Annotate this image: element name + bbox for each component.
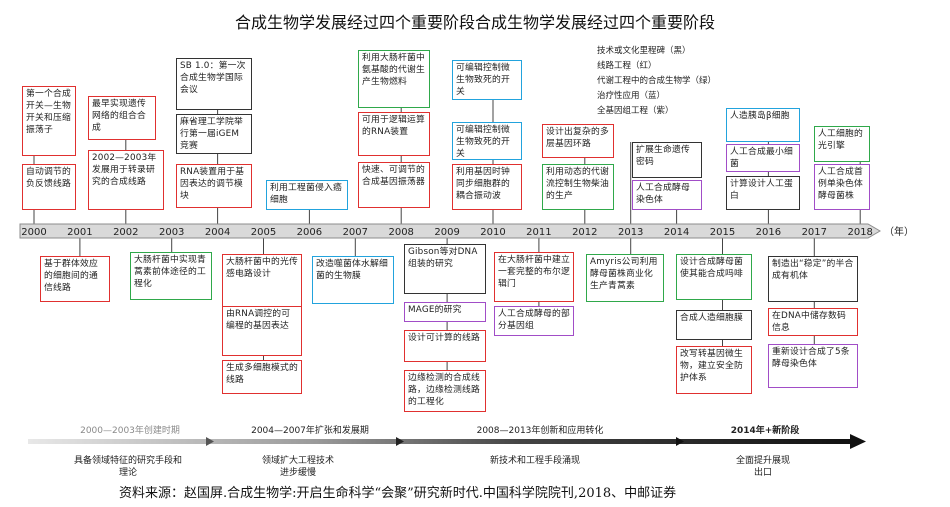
year-axis: [19, 223, 881, 239]
year-label-2018: 2018: [847, 227, 872, 238]
chart-title: 合成生物学发展经过四个重要阶段合成生物学发展经过四个重要阶段: [234, 13, 715, 32]
year-label-2010: 2010: [480, 227, 505, 238]
phase-desc-innovation: 新技术和工程手段涌现: [489, 456, 580, 466]
event-box-above-2000-1: 自动调节的负反馈线路: [22, 164, 76, 210]
year-label-2013: 2013: [618, 227, 643, 238]
year-label-2009: 2009: [434, 227, 459, 238]
event-box-below-2001-0: 基于群体效应的细胞间的通信线路: [40, 256, 110, 302]
event-box-below-2011-11: 人工合成酵母的部分基因组: [494, 306, 574, 336]
legend-item-metabolic: 代谢工程中的合成生物学（绿）: [597, 76, 717, 86]
event-box-below-2009-9: 边缘检测的合成线路，边缘检测线路的工程化: [404, 370, 486, 412]
year-label-2006: 2006: [297, 227, 322, 238]
year-label-2008: 2008: [388, 227, 413, 238]
year-label-2001: 2001: [67, 227, 92, 238]
phase-desc-founding: 具备领域特征的研究手段和理论: [73, 456, 182, 478]
legend-item-circuit: 线路工程（红）: [597, 61, 657, 71]
year-label-2004: 2004: [205, 227, 230, 238]
phase-desc-expansion: 领域扩大工程技术进步缓慢: [262, 456, 335, 478]
event-box-above-2014-17: 人工合成酵母染色体: [632, 180, 702, 210]
event-box-below-2007-5: 改造噬菌体水解细菌的生物膜: [312, 256, 394, 304]
year-label-2016: 2016: [756, 227, 781, 238]
event-box-below-2013-12: Amyris公司利用酵母菌株商业化生产青蒿素: [586, 254, 664, 302]
event-box-below-2011-10: 在大肠杆菌中建立一套完整的布尔逻辑门: [494, 252, 574, 302]
event-box-below-2005-4: 生成多细胞模式的线路: [222, 360, 302, 394]
event-box-above-2004-5: 麻省理工学院举行第一届iGEM竞赛: [176, 114, 252, 154]
event-box-below-2009-6: Gibson等对DNA组装的研究: [404, 244, 486, 294]
event-box-above-2008-10: 快速、可调节的合成基因振荡器: [358, 162, 430, 208]
event-box-above-2004-4: SB 1.0：第一次合成生物学国际会议: [176, 58, 252, 110]
event-box-above-2016-18: 人造胰岛β细胞: [726, 108, 800, 142]
phase-marker-2004: [206, 437, 214, 446]
event-box-above-2012-14: 设计出复杂的多层基因环路: [542, 124, 614, 158]
event-box-below-2005-2: 大肠杆菌中的光传感电路设计: [222, 254, 302, 312]
event-box-above-2010-13: 利用基因时钟同步细胞群的耦合振动波: [452, 164, 522, 210]
event-box-below-2015-15: 改写转基因微生物，建立安全防护体系: [676, 346, 752, 394]
event-box-above-2006-7: 利用工程菌侵入癌细胞: [266, 180, 348, 210]
year-label-2002: 2002: [113, 227, 138, 238]
phase-label-founding: 2000—2003年创建时期: [80, 426, 180, 436]
event-box-above-2013-16: 扩展生命遗传密码: [632, 142, 702, 178]
year-label-2017: 2017: [802, 227, 827, 238]
phase-bar: [28, 434, 866, 449]
event-box-above-2002-2: 最早实现遗传网络的组合合成: [88, 96, 156, 140]
year-label-2014: 2014: [664, 227, 689, 238]
year-label-2000: 2000: [21, 227, 46, 238]
event-box-above-2016-19: 人工合成最小细菌: [726, 144, 800, 172]
phase-bar-arrowhead: [850, 434, 866, 449]
event-box-below-2015-14: 合成人造细胞膜: [676, 310, 752, 340]
event-box-above-2012-15: 利用动态的代谢流控制生物柴油的生产: [542, 164, 614, 210]
event-box-below-2003-1: 大肠杆菌中实现青蒿素前体途径的工程化: [130, 252, 212, 300]
phase-label-expansion: 2004—2007年扩张和发展期: [251, 426, 369, 436]
year-labels: 2000 2001 2002 2003 2004 2005 2006 2007 2008 2009…: [21, 227, 873, 238]
year-label-2015: 2015: [710, 227, 735, 238]
event-box-above-2002-3: 2002—2003年发展用于转录研究的合成线路: [88, 150, 164, 210]
event-box-below-2017-17: 在DNA中储存数码信息: [768, 308, 858, 336]
year-label-2011: 2011: [526, 227, 551, 238]
phase-bar-line: [28, 439, 850, 444]
year-label-2005: 2005: [251, 227, 276, 238]
event-box-above-2010-11: 可编辑控制微生物致死的开关: [452, 60, 522, 100]
phase-desc-new-stage: 全面提升展现出口: [735, 456, 790, 478]
legend-item-genome: 全基因组工程（紫）: [597, 106, 674, 116]
event-box-above-2018-22: 人工合成首例单染色体酵母菌株: [814, 164, 870, 210]
phase-label-innovation: 2008—2013年创新和应用转化: [476, 426, 604, 436]
event-box-above-2010-12: 可编辑控制微生物致死的开关: [452, 122, 522, 160]
event-box-above-2008-9: 可用于逻辑运算的RNA装置: [358, 112, 430, 156]
year-label-2012: 2012: [572, 227, 597, 238]
event-box-below-2005-3: 由RNA调控的可编程的基因表达: [222, 306, 302, 356]
year-label-2007: 2007: [343, 227, 368, 238]
event-box-below-2017-18: 重新设计合成了5条酵母染色体: [768, 344, 858, 388]
year-axis-bar: [19, 223, 881, 239]
legend-item-milestone: 技术或文化里程碑（黑）: [597, 46, 691, 56]
event-box-below-2009-8: 设计可计算的线路: [404, 330, 486, 362]
event-box-above-2018-21: 人工细胞的光引擎: [814, 126, 870, 162]
legend-item-therapeutic: 治疗性应用（蓝）: [597, 91, 666, 101]
event-box-below-2009-7: MAGE的研究: [404, 302, 486, 322]
event-box-above-2000-0: 第一个合成开关—生物开关和压缩振荡子: [22, 86, 76, 156]
event-box-above-2008-8: 利用大肠杆菌中氨基酸的代谢生产生物燃料: [358, 50, 430, 108]
event-box-above-2004-6: RNA装置用于基因表达的调节模块: [176, 164, 252, 208]
phase-marker-2008: [396, 437, 404, 446]
event-box-above-2016-20: 计算设计人工蛋白: [726, 176, 800, 210]
source-note: 资料来源：赵国屏.合成生物学:开启生命科学“会聚”研究新时代.中国科学院院刊,2…: [119, 486, 677, 501]
phase-label-new-stage: 2014年+新阶段: [730, 426, 800, 436]
phase-marker-2014: [676, 437, 684, 446]
axis-unit-label: （年）: [884, 225, 914, 238]
legend: 技术或文化里程碑（黑） 线路工程（红） 代谢工程中的合成生物学（绿） 治疗性应用…: [597, 44, 716, 119]
event-box-below-2015-13: 设计合成酵母菌使其能合成吗啡: [676, 254, 752, 300]
event-box-below-2017-16: 制造出“稳定”的半合成有机体: [768, 256, 858, 302]
year-label-2003: 2003: [159, 227, 184, 238]
